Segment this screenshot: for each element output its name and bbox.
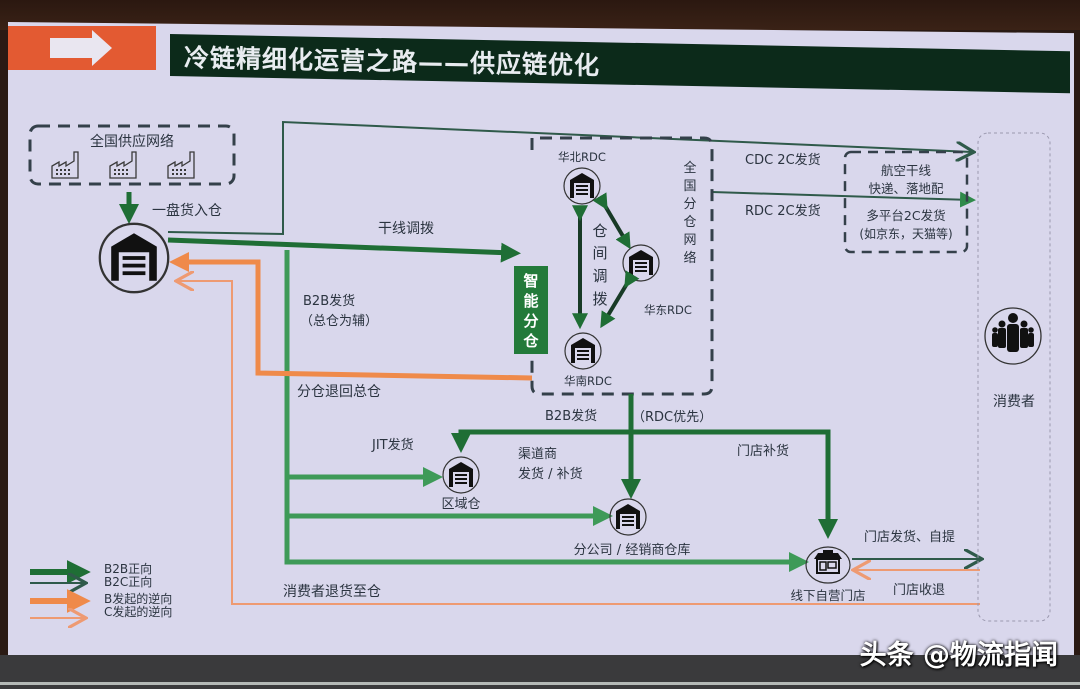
channel-ship-label-2: 发货 / 补货 [518, 466, 583, 482]
consumer-return-flow [178, 281, 980, 605]
store-ship-label: 门店发货、自提 [864, 529, 955, 545]
svg-text:能: 能 [523, 292, 538, 310]
legend-label: C发起的逆向 [104, 604, 172, 619]
arrow-right-icon [50, 30, 112, 66]
watermark: 头条 @物流指闻 [859, 640, 1058, 671]
offline-store [805, 546, 851, 584]
factory-icon [109, 151, 137, 179]
store-icon [814, 550, 842, 574]
warehouse-icon [98, 222, 170, 294]
legend-label: B2C正向 [104, 574, 152, 589]
split-return-label: 分仓退回总仓 [297, 384, 381, 400]
central-warehouse [98, 222, 170, 294]
b2b-rdc-note: （RDC优先） [632, 410, 712, 425]
channel-line4: (如京东，天猫等) [859, 226, 952, 241]
b2b-main-note: （总仓为辅） [300, 314, 378, 329]
rdc-south-label: 华南RDC [564, 374, 612, 388]
supply-network-label: 全国供应网络 [90, 133, 174, 150]
offline-store-label: 线下自营门店 [790, 588, 865, 603]
rdc-north-label: 华北RDC [558, 150, 606, 164]
people-icon [992, 313, 1034, 352]
consumer-column: 消费者 [977, 132, 1051, 622]
trunk-transfer-flow [167, 237, 521, 263]
stock-in-label: 一盘货入仓 [152, 202, 222, 219]
svg-text:分: 分 [683, 197, 696, 212]
rdc-south-warehouse-icon [564, 332, 602, 370]
svg-text:分: 分 [523, 312, 538, 330]
rdc-north-warehouse-icon [563, 167, 601, 205]
trunk-transfer-label: 干线调拨 [378, 221, 434, 237]
cdc-2c-label: CDC 2C发货 [745, 152, 821, 168]
inter-warehouse-arrows [572, 192, 640, 330]
channel-ship-label-1: 渠道商 [518, 447, 557, 462]
rdc-east-warehouse-icon [622, 244, 660, 282]
branch-warehouse-icon [609, 498, 647, 536]
supply-network-box: 全国供应网络 [28, 124, 236, 186]
rdc-network-box: 全 国 分 仓 网 络 [530, 136, 714, 396]
svg-text:智: 智 [523, 272, 538, 290]
store-replenish-label: 门店补货 [737, 443, 789, 459]
legend-label: B2B正向 [104, 561, 152, 576]
jit-label: JIT发货 [371, 437, 414, 453]
store-return-label: 门店收退 [893, 583, 945, 598]
consumer-label: 消费者 [993, 394, 1035, 410]
svg-text:络: 络 [683, 250, 696, 266]
svg-text:仓: 仓 [592, 222, 607, 240]
regional-warehouse-icon [442, 456, 480, 494]
legend: B2B正向 B2C正向 B发起的逆向 C发起的逆向 [30, 560, 172, 619]
svg-text:全: 全 [683, 160, 696, 176]
legend-label: B发起的逆向 [104, 591, 172, 606]
split-return-flow [169, 252, 533, 381]
b2b-rdc-label: B2B发货 [545, 408, 597, 424]
factory-icon [167, 151, 195, 179]
regional-warehouse-label: 区域仓 [441, 497, 480, 512]
factory-icon [51, 151, 79, 179]
svg-text:间: 间 [592, 244, 607, 262]
channel-line1: 航空干线 [881, 163, 932, 178]
svg-text:拨: 拨 [592, 290, 607, 308]
svg-text:调: 调 [592, 267, 607, 285]
svg-text:仓: 仓 [683, 215, 696, 230]
title-arrow-block [8, 26, 156, 70]
svg-text:网: 网 [683, 233, 696, 248]
svg-text:国: 国 [683, 179, 696, 194]
branch-warehouse-label: 分公司 / 经销商仓库 [574, 542, 691, 558]
smart-split-box: 智 能 分 仓 [514, 266, 548, 354]
channel-box: 航空干线 快递、落地配 多平台2C发货 (如京东，天猫等) [843, 150, 969, 254]
b2b-main-trunk [284, 250, 809, 572]
svg-text:仓: 仓 [522, 332, 539, 350]
consumer-return-label: 消费者退货至仓 [283, 583, 381, 600]
projector-bottom-bezel [0, 655, 1080, 689]
channel-line2: 快递、落地配 [868, 181, 944, 196]
b2b-main-label: B2B发货 [303, 293, 355, 309]
channel-line3: 多平台2C发货 [866, 208, 945, 223]
rdc-2c-flow [711, 191, 976, 208]
rdc-east-label: 华东RDC [644, 303, 692, 317]
rdc-2c-label: RDC 2C发货 [745, 203, 821, 219]
